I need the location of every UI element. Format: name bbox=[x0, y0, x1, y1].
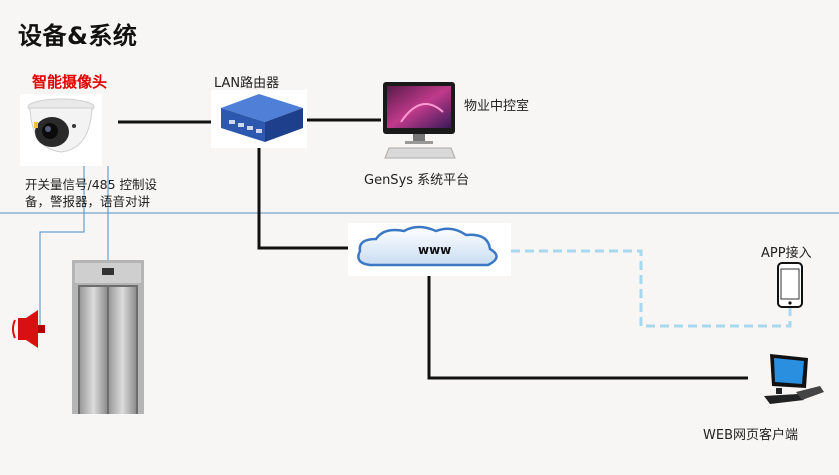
router-device bbox=[211, 90, 307, 148]
cloud-icon bbox=[357, 225, 498, 267]
camera-alarm-line bbox=[39, 166, 85, 330]
alarm-speaker-icon bbox=[12, 310, 45, 348]
web-client-computer-icon bbox=[764, 354, 824, 404]
router-cloud-link bbox=[257, 148, 348, 250]
router-label: LAN路由器 bbox=[214, 76, 280, 91]
desktop-computer-icon bbox=[383, 82, 456, 159]
dome-camera-icon bbox=[27, 98, 95, 153]
camera-label: 智能摄像头 bbox=[32, 73, 108, 91]
elevator-icon bbox=[72, 260, 144, 414]
router-icon bbox=[221, 94, 303, 142]
cloud-web-link bbox=[427, 276, 748, 380]
app-label: APP接入 bbox=[761, 246, 812, 261]
internet-cloud bbox=[348, 223, 511, 276]
camera-description: 开关量信号/485 控制设备，警报器，语音对讲 bbox=[25, 177, 158, 209]
camera-device bbox=[20, 94, 102, 166]
smartphone-icon bbox=[777, 262, 803, 308]
control-room-label: 物业中控室 bbox=[464, 99, 530, 114]
cloud-app-dashed-link bbox=[511, 249, 792, 328]
web-client-label: WEB网页客户端 bbox=[703, 428, 798, 443]
platform-label: GenSys 系统平台 bbox=[364, 173, 470, 188]
page-title: 设备&系统 bbox=[18, 22, 138, 50]
cloud-label: www bbox=[418, 243, 452, 257]
